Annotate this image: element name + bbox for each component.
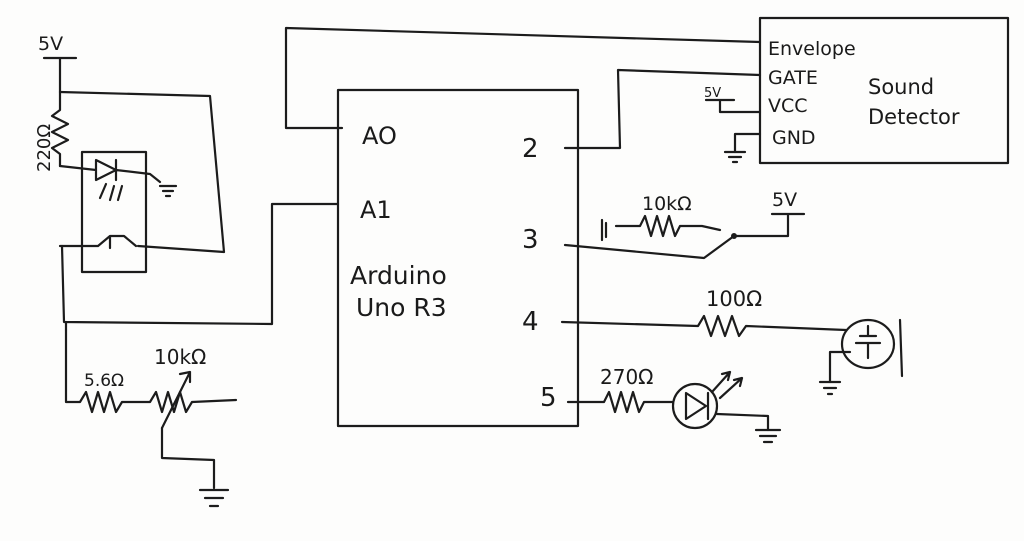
gate-pin-label: GATE (768, 67, 818, 89)
vcc-5v-label: 5V (704, 86, 721, 101)
pin-2-label: 2 (522, 134, 539, 164)
pin-3-label: 3 (522, 225, 539, 255)
arduino-label-line2: Uno R3 (356, 293, 447, 322)
pin-a0-label: AO (362, 122, 397, 150)
buzzer-icon (840, 318, 896, 370)
arduino-board: Arduino Uno R3 AO A1 2 3 4 5 (336, 88, 580, 428)
ground-icon (600, 218, 608, 242)
resistor-220-label: 220Ω (34, 124, 55, 172)
ground-icon (818, 380, 842, 396)
resistor-10k-switch-label: 10kΩ (642, 193, 692, 215)
resistor-270-led (566, 390, 674, 414)
resistor-100-label: 100Ω (706, 287, 762, 311)
sound-detector-title-line2: Detector (868, 105, 960, 129)
optocoupler-led-icon (58, 158, 178, 198)
arduino-label-line1: Arduino (350, 261, 447, 290)
optocoupler-body (80, 150, 148, 274)
wire-sensor-loop (58, 90, 226, 254)
switch-lever (563, 234, 736, 260)
resistor-270-label: 270Ω (600, 365, 653, 389)
wire-buzzer-gnd (828, 350, 852, 384)
resistor-5-6-label: 5.6Ω (84, 371, 124, 391)
wire-sensor-to-a1 (60, 202, 340, 326)
opto-light-icon (98, 182, 124, 202)
wire-pot-to-gnd (160, 426, 216, 490)
wire-buzzer-right (898, 318, 904, 378)
wire-detector-gnd (733, 132, 762, 154)
buzzer-plate-icon (854, 324, 882, 360)
arduino-outline (336, 88, 580, 428)
ground-icon (754, 428, 782, 444)
ground-icon (723, 150, 747, 164)
top-5v-label: 5V (38, 33, 63, 55)
resistor-10k-switch (614, 214, 722, 238)
wire-led-gnd (715, 412, 770, 432)
phototransistor-icon (58, 234, 138, 250)
led-icon (671, 382, 719, 430)
wire-gate-to-pin2 (563, 68, 762, 150)
pin-a1-label: A1 (360, 196, 392, 224)
sound-detector-module: Envelope GATE VCC GND Sound Detector (758, 16, 1010, 165)
pot-10k-label: 10kΩ (154, 345, 206, 369)
gnd-pin-label: GND (772, 127, 816, 149)
wire-envelope-to-a0 (284, 26, 762, 130)
ground-icon (198, 488, 230, 508)
pin-5-label: 5 (540, 383, 557, 413)
pin-4-label: 4 (522, 307, 539, 337)
wire-vcc-5v (704, 98, 762, 114)
led-diode-symbol-icon (684, 391, 710, 421)
sound-detector-outline (758, 16, 1010, 165)
wire-switch-to-5v (732, 212, 806, 238)
potentiometer-arrow-icon (160, 370, 192, 430)
wire-5v-rail (42, 56, 78, 94)
switch-5v-label: 5V (772, 189, 797, 211)
sound-detector-title-line1: Sound (868, 75, 934, 99)
resistor-100-buzzer (560, 314, 848, 338)
light-emission-icon (710, 370, 744, 400)
resistor-220 (50, 90, 70, 168)
envelope-pin-label: Envelope (768, 38, 856, 60)
vcc-pin-label: VCC (768, 95, 808, 117)
